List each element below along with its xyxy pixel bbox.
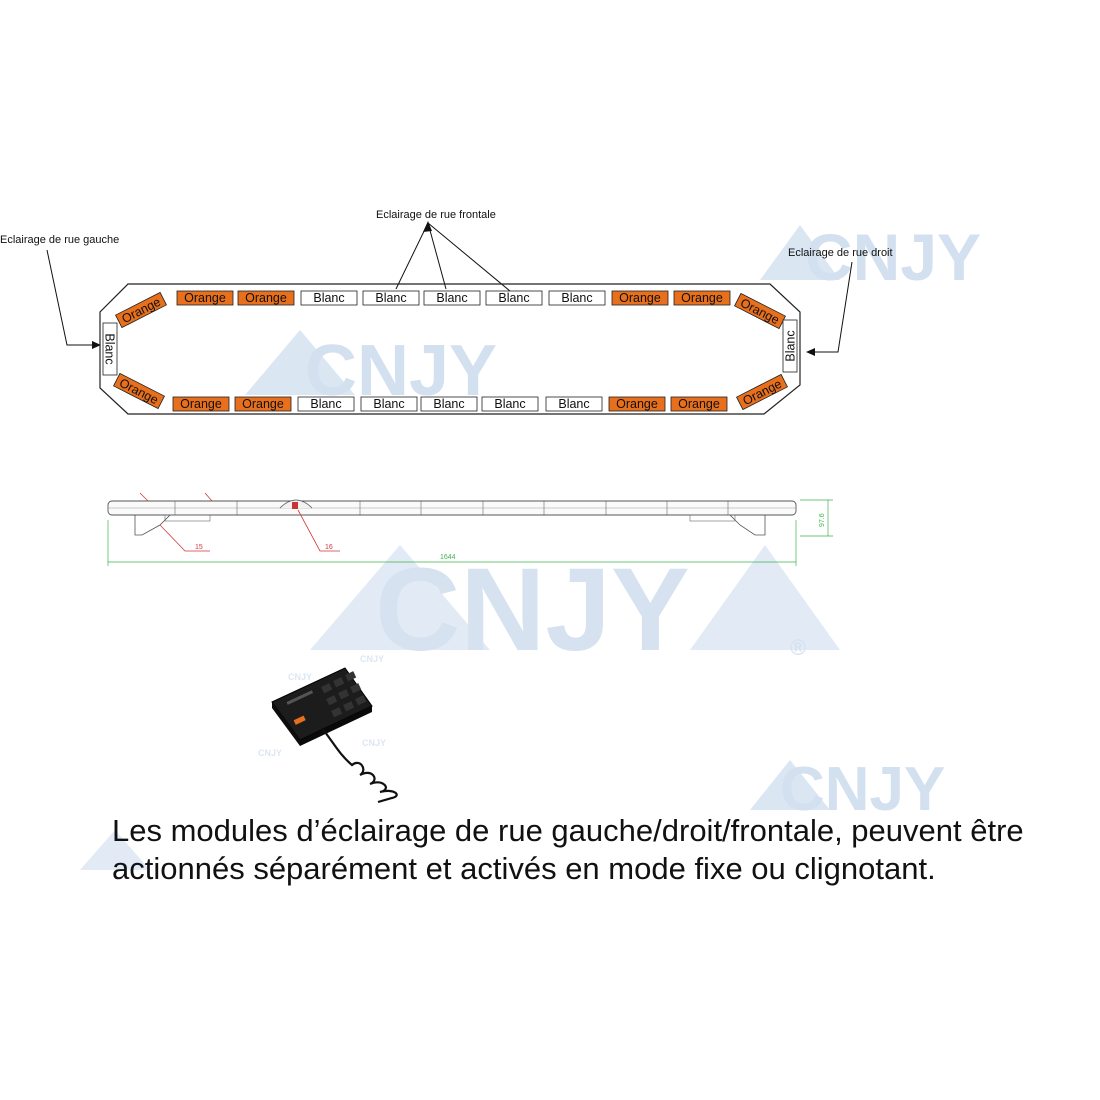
- leader-16: [297, 509, 340, 552]
- module-left-end: Blanc: [103, 322, 118, 376]
- module-top-6: Blanc: [485, 290, 543, 306]
- dimension-height-label: 97.6: [819, 513, 826, 527]
- svg-text:Blanc: Blanc: [375, 291, 406, 305]
- module-top-3: Blanc: [300, 290, 358, 306]
- svg-text:Orange: Orange: [681, 291, 723, 305]
- module-top-right-corner: Orange: [734, 292, 786, 330]
- module-right-end: Blanc: [782, 319, 798, 373]
- arrowhead-icon: [423, 221, 432, 232]
- svg-text:Orange: Orange: [245, 291, 287, 305]
- svg-text:Orange: Orange: [184, 291, 226, 305]
- lightbar-outline: [99, 283, 801, 415]
- callout-right-arrow: [812, 261, 853, 353]
- svg-text:Blanc: Blanc: [561, 291, 592, 305]
- coiled-cable: [321, 727, 398, 804]
- svg-text:Blanc: Blanc: [373, 397, 404, 411]
- control-box-icon: CNJY CNJY CNJY CNJY: [258, 654, 398, 804]
- svg-text:Orange: Orange: [180, 397, 222, 411]
- module-top-9: Orange: [673, 290, 731, 306]
- callout-left-arrow: [46, 249, 96, 346]
- module-bottom-3: Blanc: [297, 396, 355, 412]
- watermark-top-right: CNJY: [760, 220, 981, 294]
- svg-text:Orange: Orange: [619, 291, 661, 305]
- svg-text:Orange: Orange: [119, 295, 163, 326]
- svg-text:Blanc: Blanc: [558, 397, 589, 411]
- module-top-1: Orange: [176, 290, 234, 306]
- svg-text:Blanc: Blanc: [436, 291, 467, 305]
- svg-text:Blanc: Blanc: [310, 397, 341, 411]
- module-bottom-5: Blanc: [420, 396, 478, 412]
- watermark-layer: CNJY CNJY CNJY ® CNJY: [80, 220, 981, 870]
- svg-text:Orange: Orange: [117, 376, 161, 407]
- svg-text:CNJY: CNJY: [362, 738, 386, 748]
- callout-front: Eclairage de rue frontale: [376, 209, 511, 292]
- callout-left: Eclairage de rue gauche: [0, 234, 119, 349]
- watermark-brand: CNJY: [375, 544, 690, 676]
- svg-text:CNJY: CNJY: [258, 748, 282, 758]
- module-top-2: Orange: [237, 290, 295, 306]
- lightbar-top-view: Orange Orange Orange Orange Blanc Blanc …: [99, 283, 801, 415]
- svg-text:CNJY: CNJY: [360, 654, 384, 664]
- module-bottom-right-corner: Orange: [736, 373, 788, 411]
- bottom-module-row: Orange Orange Blanc Blanc Blanc Blanc Blanc Ora…: [172, 396, 728, 412]
- svg-text:Orange: Orange: [242, 397, 284, 411]
- svg-text:Blanc: Blanc: [498, 291, 529, 305]
- mount-bracket-left: [134, 514, 171, 536]
- caption: Les modules d’éclairage de rue gauche/dr…: [112, 812, 1097, 888]
- leader-label-16: 16: [325, 544, 333, 551]
- module-bottom-2: Orange: [234, 396, 292, 412]
- callout-right: Eclairage de rue droit: [788, 247, 893, 356]
- svg-text:Blanc: Blanc: [433, 397, 464, 411]
- svg-text:Blanc: Blanc: [103, 333, 117, 364]
- svg-text:Blanc: Blanc: [784, 330, 798, 361]
- watermark-brand: CNJY: [780, 755, 945, 824]
- module-top-8: Orange: [611, 290, 669, 306]
- arrowhead-icon: [806, 348, 815, 356]
- callout-right-label: Eclairage de rue droit: [788, 247, 893, 259]
- svg-text:CNJY: CNJY: [288, 672, 312, 682]
- svg-text:Orange: Orange: [616, 397, 658, 411]
- caption-line-2: actionnés séparément et activés en mode …: [112, 851, 936, 886]
- module-top-7: Blanc: [548, 290, 606, 306]
- watermark-center: CNJY ®: [310, 544, 840, 676]
- watermark-bottom-right: CNJY: [750, 755, 945, 824]
- module-top-5: Blanc: [423, 290, 481, 306]
- module-bottom-9: Orange: [670, 396, 728, 412]
- module-bottom-7: Blanc: [545, 396, 603, 412]
- callout-front-label: Eclairage de rue frontale: [376, 209, 496, 221]
- svg-text:Blanc: Blanc: [313, 291, 344, 305]
- watermark-brand: CNJY: [805, 220, 981, 294]
- module-top-4: Blanc: [362, 290, 420, 306]
- module-top-left-corner: Orange: [115, 291, 167, 329]
- button-grid: [321, 671, 367, 718]
- module-bottom-1: Orange: [172, 396, 230, 412]
- module-bottom-8: Orange: [608, 396, 666, 412]
- watermark-bottom-left: [80, 830, 150, 870]
- svg-text:Orange: Orange: [678, 397, 720, 411]
- top-module-row: Orange Orange Blanc Blanc Blanc Blanc Blanc Ora…: [176, 290, 731, 306]
- mount-bracket-right: [729, 514, 766, 536]
- svg-text:Blanc: Blanc: [494, 397, 525, 411]
- arrowhead-icon: [92, 341, 101, 349]
- callout-left-label: Eclairage de rue gauche: [0, 234, 119, 246]
- module-bottom-left-corner: Orange: [113, 372, 165, 410]
- caption-line-1: Les modules d’éclairage de rue gauche/dr…: [112, 813, 1024, 848]
- module-bottom-6: Blanc: [481, 396, 539, 412]
- svg-text:Orange: Orange: [738, 296, 782, 327]
- module-bottom-4: Blanc: [360, 396, 418, 412]
- dimension-length-label: 1644: [440, 554, 456, 561]
- leader-label-15: 15: [195, 544, 203, 551]
- leader-15: [159, 524, 210, 552]
- lightbar-side-view: 15 16 1644 97.6: [107, 492, 833, 566]
- watermark-mark: ®: [790, 635, 806, 660]
